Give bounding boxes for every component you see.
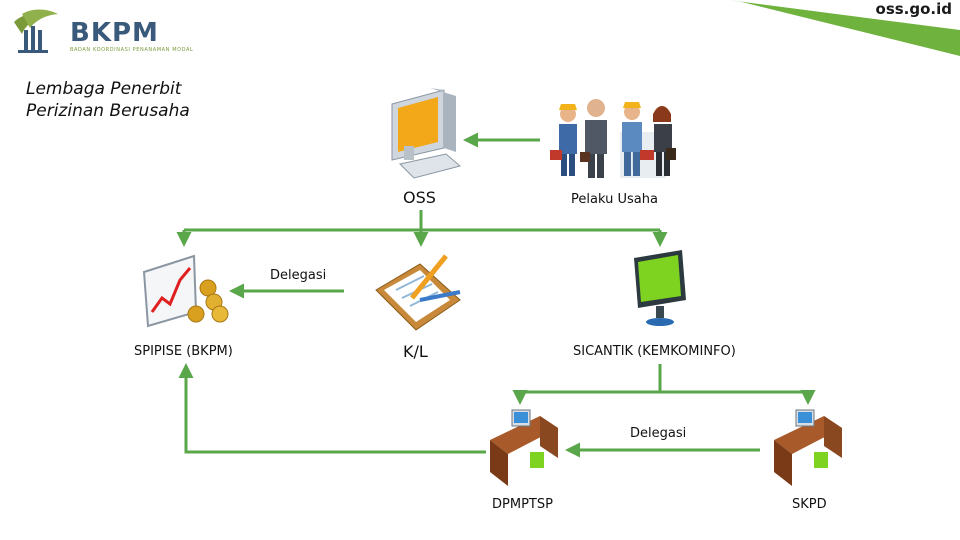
logo-wordmark: BKPM [70,18,159,48]
finance-chart-icon [142,254,229,328]
business-people-icon [550,99,676,178]
oss-label: OSS [403,188,436,207]
arrow-dpmptsp-to-spipise [178,363,486,454]
skpd-desk-icon [774,409,842,486]
kl-label: K/L [403,342,428,361]
skpd-label: SKPD [792,497,827,512]
sicantik-label: SICANTIK (KEMKOMINFO) [573,344,736,359]
page-title-line-2: Perizinan Berusaha [26,101,190,121]
pelaku-usaha-label: Pelaku Usaha [571,192,658,207]
accent-stripe [728,0,960,56]
bkpm-logo-icon [14,9,58,53]
clipboard-pen-icon [375,254,461,331]
delegasi-top-label: Delegasi [270,268,327,283]
site-url: oss.go.id [875,0,952,18]
spipise-label: SPIPISE (BKPM) [134,344,233,359]
dpmptsp-desk-icon [490,409,558,486]
page-title-line-1: Lembaga Penerbit [26,79,182,99]
dpmptsp-label: DPMPTSP [492,497,553,512]
oss-computer-icon [391,88,462,179]
delegasi-bottom-label: Delegasi [630,426,687,441]
page-title: Lembaga Penerbit Perizinan Berusaha [26,78,190,122]
logo-tagline: BADAN KOORDINASI PENANAMAN MODAL [70,47,194,53]
monitor-icon [634,250,686,326]
